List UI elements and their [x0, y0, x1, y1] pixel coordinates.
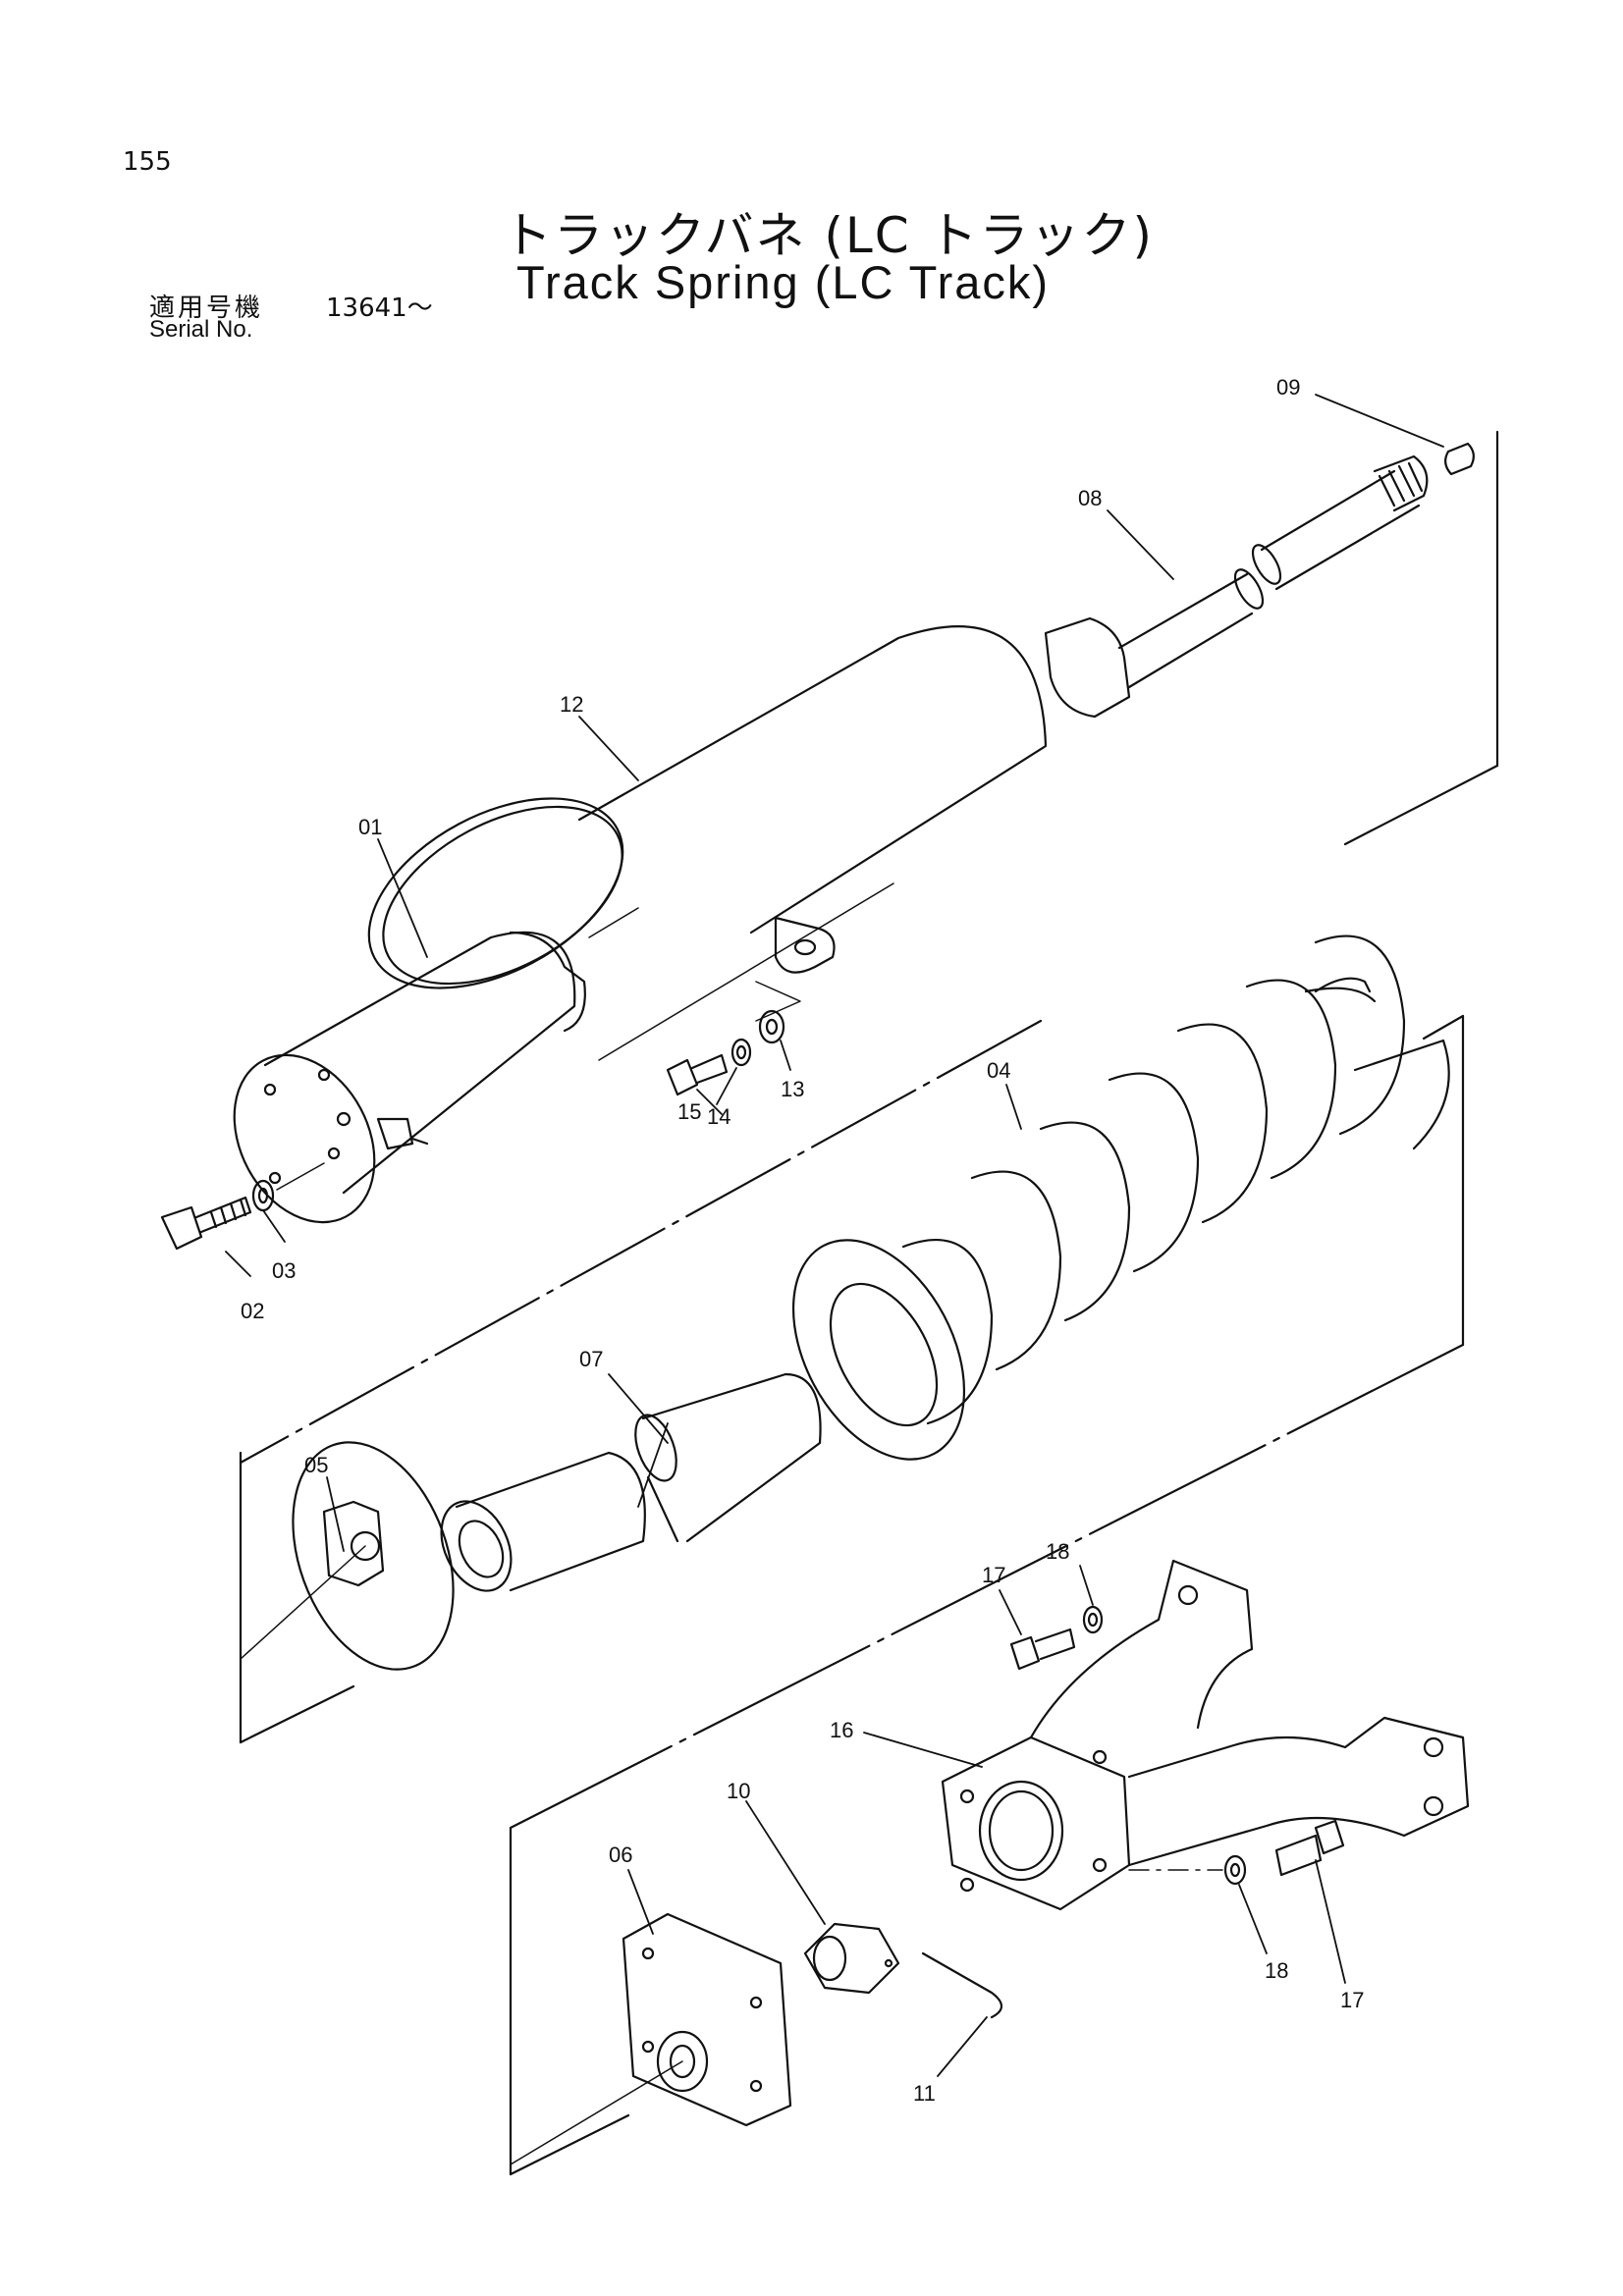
- callout-12: 12: [560, 692, 583, 717]
- callout-05: 05: [304, 1453, 328, 1477]
- serial-label-english: Serial No.: [149, 316, 253, 343]
- part-07-inner-sleeve: [440, 1451, 646, 1592]
- part-02-bolt: [160, 1196, 252, 1251]
- callout-13: 13: [781, 1077, 804, 1101]
- callout-02: 02: [241, 1299, 264, 1323]
- callout-17-lower: 17: [1340, 1988, 1364, 2012]
- callout-08: 08: [1078, 486, 1102, 510]
- title-english: Track Spring (LC Track): [516, 256, 1051, 308]
- part-12-cylinder-cover: [367, 624, 1048, 989]
- part-05-plate: [292, 1441, 455, 1671]
- part-01-cylinder: [233, 931, 586, 1224]
- page-number: 155: [123, 147, 172, 177]
- part-14-washer: [730, 1038, 752, 1067]
- part-11-pin: [921, 1951, 1003, 2019]
- callout-11: 11: [913, 2081, 936, 2106]
- part-09-pin: [1444, 442, 1475, 476]
- part-15-bolt: [666, 1053, 729, 1096]
- serial-range: 13641～: [326, 294, 433, 323]
- callout-03: 03: [272, 1258, 296, 1283]
- part-18-washer-lower: [1128, 1854, 1247, 1886]
- callout-leaders: [225, 394, 1444, 2077]
- callout-01: 01: [358, 815, 382, 839]
- serial-label-japanese: 適用号機: [149, 294, 264, 323]
- callout-14: 14: [707, 1104, 730, 1129]
- part-13-washer: [755, 981, 801, 1044]
- part-17-bolt-upper: [1009, 1628, 1076, 1671]
- part-04-spring: [791, 934, 1450, 1461]
- callout-labels: 09 08 12 01 04 13 14 15 03 02 07 05 18 1…: [241, 375, 1364, 2106]
- center-lines: [240, 882, 894, 2165]
- callout-07: 07: [579, 1347, 603, 1371]
- frame-middle: [239, 1014, 1465, 1830]
- part-08-rod: [1044, 454, 1429, 719]
- callout-17-upper: 17: [982, 1563, 1005, 1587]
- part-17-bolt-lower: [1274, 1819, 1345, 1877]
- part-10-nut: [803, 1922, 900, 1995]
- callout-18-lower: 18: [1265, 1958, 1288, 1983]
- callout-16: 16: [830, 1718, 853, 1742]
- part-06-flange: [622, 1912, 792, 2127]
- callout-10: 10: [727, 1779, 750, 1803]
- part-18-washer-upper: [1082, 1605, 1104, 1634]
- title-japanese: トラックバネ (LC トラック): [503, 207, 1155, 264]
- callout-18-upper: 18: [1046, 1539, 1069, 1564]
- part-03-washer: [251, 1162, 325, 1212]
- part-07-sleeve: [634, 1372, 822, 1543]
- callout-09: 09: [1276, 375, 1300, 400]
- callout-06: 06: [609, 1842, 632, 1867]
- callout-15: 15: [677, 1099, 701, 1124]
- frame-lower: [509, 1826, 630, 2176]
- part-16-bracket: [941, 1559, 1470, 1911]
- callout-04: 04: [987, 1058, 1010, 1083]
- frame-upper: [239, 430, 1499, 1465]
